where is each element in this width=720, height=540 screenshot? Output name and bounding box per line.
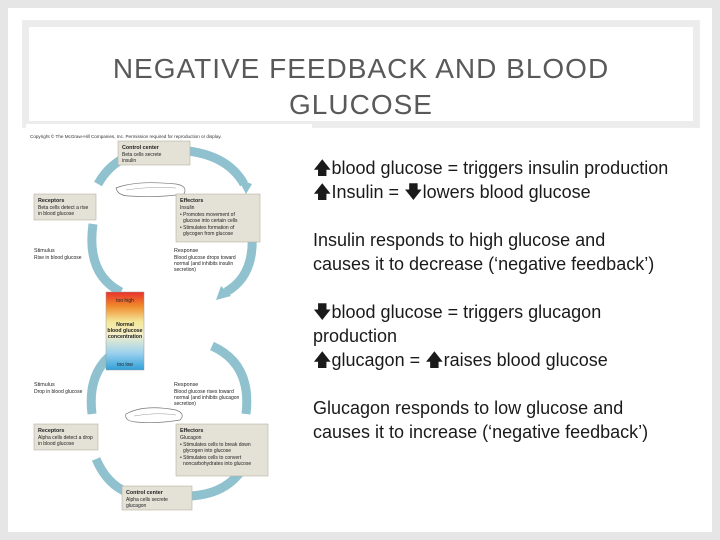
bar-too-high: too high bbox=[116, 298, 134, 304]
stimulus-bottom-l1: Drop in blood glucose bbox=[34, 389, 83, 395]
receptors-top-l2: in blood glucose bbox=[38, 211, 74, 217]
effectors-bottom-l3: glycogen into glucose bbox=[183, 448, 231, 454]
down-arrow-icon: 🡇 bbox=[313, 302, 332, 322]
copyright-text: Copyright © The McGraw-Hill Companies, I… bbox=[30, 133, 222, 139]
slide-title: NEGATIVE FEEDBACK AND BLOOD GLUCOSE bbox=[23, 51, 699, 123]
glucagon-effect-text-b: raises blood glucose bbox=[444, 350, 608, 370]
slide-title-line1: NEGATIVE FEEDBACK AND BLOOD bbox=[23, 51, 699, 87]
effectors-top-l1: Insulin bbox=[180, 205, 195, 211]
glucagon-effect-line: 🡅glucagon = 🡅raises blood glucose bbox=[313, 348, 709, 372]
explanation-text: 🡅blood glucose = triggers insulin produc… bbox=[313, 156, 709, 444]
down-arrow-icon: 🡇 bbox=[404, 182, 423, 202]
effectors-bottom-l5: noncarbohydrates into glucose bbox=[183, 461, 251, 467]
insulin-effect-text-b: lowers blood glucose bbox=[423, 182, 591, 202]
title-box: NEGATIVE FEEDBACK AND BLOOD GLUCOSE bbox=[22, 20, 700, 128]
insulin-effect-text-a: Insulin = bbox=[332, 182, 405, 202]
control-center-glucagon-title: Control center bbox=[126, 490, 164, 496]
cycle-arrow-bottom-right-upper bbox=[212, 346, 247, 414]
glucagon-trigger-line: 🡇blood glucose = triggers glucagon bbox=[313, 300, 709, 324]
feedback-diagram-svg: Copyright © The McGraw-Hill Companies, I… bbox=[26, 124, 312, 514]
effectors-bottom-l1: Glucagon bbox=[180, 435, 202, 441]
effectors-top-l5: glycogen from glucose bbox=[183, 231, 233, 237]
up-arrow-icon: 🡅 bbox=[313, 182, 332, 202]
response-bottom-title: Response bbox=[174, 382, 198, 388]
glucagon-trigger-text: blood glucose = triggers glucagon bbox=[332, 302, 602, 322]
stimulus-bottom-title: Stimulus bbox=[34, 382, 55, 388]
bar-too-low: too low bbox=[117, 362, 133, 368]
glucagon-trigger-line2: production bbox=[313, 324, 709, 348]
receptors-bottom-l2: in blood glucose bbox=[38, 441, 74, 447]
effectors-bottom-title: Effectors bbox=[180, 428, 203, 434]
bar-normal-l3: concentration bbox=[108, 334, 142, 340]
stimulus-top-l1: Rise in blood glucose bbox=[34, 255, 82, 261]
pancreas-bottom-icon bbox=[126, 408, 183, 423]
glucagon-effect-text-a: glucagon = bbox=[332, 350, 426, 370]
insulin-trigger-line: 🡅blood glucose = triggers insulin produc… bbox=[313, 156, 709, 180]
effectors-top-title: Effectors bbox=[180, 198, 203, 204]
glucagon-paragraph-l2: causes it to increase (‘negative feedbac… bbox=[313, 420, 709, 444]
receptors-bottom-title: Receptors bbox=[38, 428, 64, 434]
up-arrow-icon: 🡅 bbox=[313, 350, 332, 370]
insulin-trigger-text: blood glucose = triggers insulin product… bbox=[332, 158, 669, 178]
insulin-paragraph-l1: Insulin responds to high glucose and bbox=[313, 228, 709, 252]
control-center-glucagon-l2: glucagon bbox=[126, 503, 147, 509]
response-top-l3: secretion) bbox=[174, 267, 196, 273]
glucagon-paragraph-l1: Glucagon responds to low glucose and bbox=[313, 396, 709, 420]
receptors-top-title: Receptors bbox=[38, 198, 64, 204]
feedback-diagram: Copyright © The McGraw-Hill Companies, I… bbox=[26, 124, 312, 514]
up-arrow-icon: 🡅 bbox=[425, 350, 444, 370]
insulin-paragraph-l2: causes it to decrease (‘negative feedbac… bbox=[313, 252, 709, 276]
up-arrow-icon: 🡅 bbox=[313, 158, 332, 178]
stimulus-top-title: Stimulus bbox=[34, 248, 55, 254]
pancreas-top-icon bbox=[116, 183, 185, 197]
control-center-insulin-l2: insulin bbox=[122, 158, 136, 164]
cycle-arrow-top-left-lower bbox=[92, 224, 121, 292]
effectors-top-l3: glucose into certain cells bbox=[183, 218, 238, 224]
insulin-effect-line: 🡅Insulin = 🡇lowers blood glucose bbox=[313, 180, 709, 204]
control-center-insulin-title: Control center bbox=[122, 145, 160, 151]
response-bottom-l3: secretion) bbox=[174, 401, 196, 407]
response-top-title: Response bbox=[174, 248, 198, 254]
slide-title-line2: GLUCOSE bbox=[23, 87, 699, 123]
